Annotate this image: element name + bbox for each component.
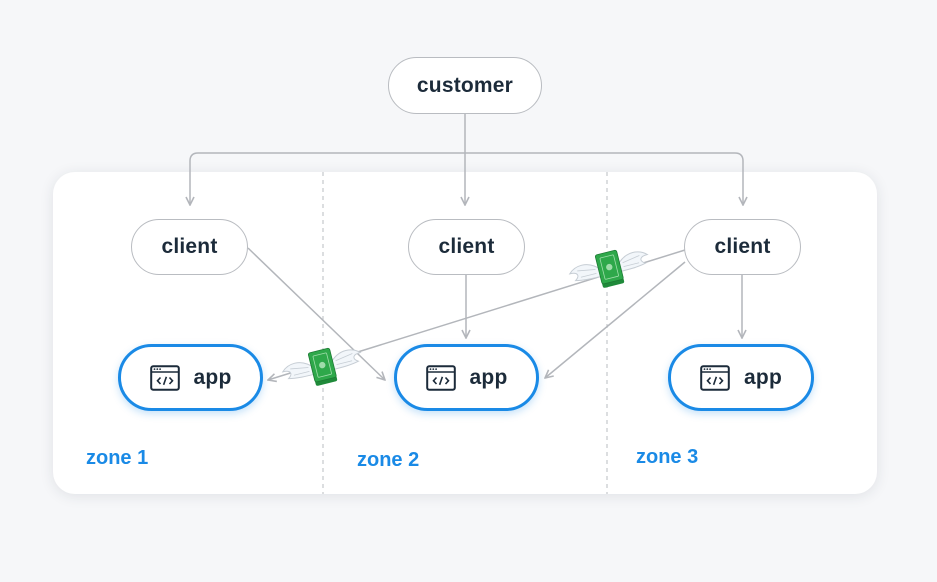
connector-client-1-app-2 (247, 247, 385, 380)
flying-money-icon (281, 347, 362, 386)
code-window-icon (149, 364, 180, 391)
client-node-zone-3: client (684, 219, 801, 275)
zone-3-label: zone 3 (636, 446, 699, 468)
client-label: client (714, 235, 771, 258)
app-label: app (469, 365, 508, 389)
customer-label: customer (416, 73, 514, 97)
client-node-zone-2: client (408, 219, 525, 275)
app-label: app (744, 365, 782, 389)
code-window-icon (700, 364, 730, 391)
app-node-zone-2: app (394, 344, 539, 411)
customer-node: customer (388, 57, 542, 114)
connector-customer-client-1 (190, 152, 465, 205)
flying-money-icon (568, 249, 649, 288)
connector-client-3-app-2 (545, 261, 686, 378)
client-label: client (438, 235, 495, 258)
app-label: app (193, 365, 232, 389)
connector-customer-client-3 (465, 152, 743, 205)
zone-2-label: zone 2 (357, 449, 420, 471)
client-label: client (161, 235, 218, 258)
client-node-zone-1: client (131, 219, 248, 275)
app-node-zone-1: app (118, 344, 263, 411)
code-window-icon (425, 364, 456, 391)
app-node-zone-3: app (668, 344, 814, 411)
zone-1-label: zone 1 (86, 447, 149, 469)
